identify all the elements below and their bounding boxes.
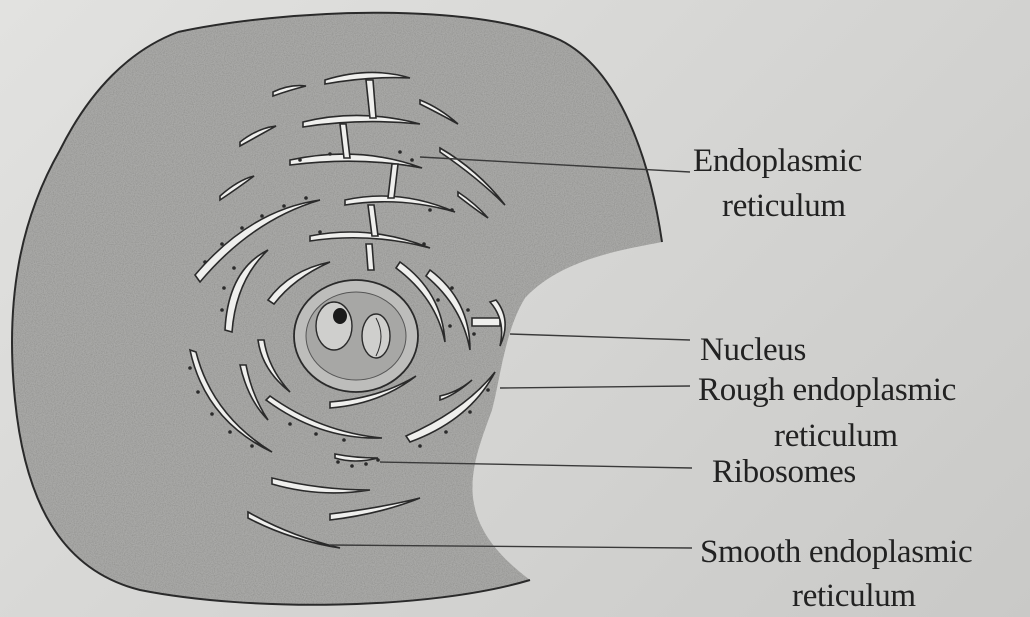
- label-rough-er-line2: reticulum: [774, 420, 898, 453]
- label-rough-er-line1: Rough endoplasmic: [698, 374, 956, 407]
- er-nuclear-channel: [472, 318, 500, 326]
- nucleus: [294, 280, 418, 392]
- label-ribosomes: Ribosomes: [712, 456, 856, 489]
- nucleolus: [316, 302, 352, 350]
- label-smooth-er-line2: reticulum: [792, 580, 916, 613]
- label-endoplasmic-reticulum-line1: Endoplasmic: [693, 145, 862, 178]
- label-nucleus: Nucleus: [700, 334, 806, 367]
- label-smooth-er-line1: Smooth endoplasmic: [700, 536, 972, 569]
- er-connector: [366, 244, 374, 270]
- leader-rough-er: [500, 386, 690, 388]
- label-endoplasmic-reticulum-line2: reticulum: [722, 190, 846, 223]
- leader-nucleus: [510, 334, 690, 340]
